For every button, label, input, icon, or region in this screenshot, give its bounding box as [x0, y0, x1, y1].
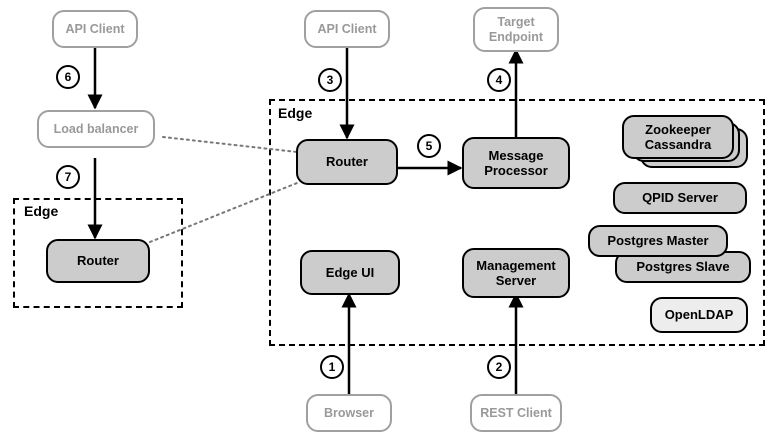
badge-step-3: 3 — [318, 68, 342, 92]
node-api-client-mid[interactable]: API Client — [304, 10, 390, 48]
badge-step-4: 4 — [487, 68, 511, 92]
badge-step-1: 1 — [320, 355, 344, 379]
node-qpid-server[interactable]: QPID Server — [613, 182, 747, 214]
node-router-main[interactable]: Router — [296, 139, 398, 185]
target-endpoint-label-line2: Endpoint — [488, 29, 544, 44]
node-api-client-left[interactable]: API Client — [52, 10, 138, 48]
node-message-processor[interactable]: Message Processor — [462, 137, 570, 189]
node-postgres-master[interactable]: Postgres Master — [588, 225, 728, 257]
node-rest-client[interactable]: REST Client — [470, 394, 562, 432]
node-openldap[interactable]: OpenLDAP — [650, 297, 748, 333]
node-zookeeper-cassandra[interactable]: Zookeeper Cassandra — [622, 115, 734, 159]
management-server-label-line2: Server — [495, 273, 537, 288]
message-processor-label-line1: Message — [488, 147, 544, 163]
edge-zone-main-label: Edge — [278, 105, 313, 121]
cassandra-label: Cassandra — [644, 137, 712, 152]
badge-step-6: 6 — [56, 65, 80, 89]
target-endpoint-label-line1: Target — [497, 14, 535, 29]
edge-zone-left-label: Edge — [24, 203, 59, 219]
badge-step-2: 2 — [487, 355, 511, 379]
zookeeper-label: Zookeeper — [645, 121, 711, 137]
node-target-endpoint[interactable]: Target Endpoint — [473, 7, 559, 52]
node-edge-ui[interactable]: Edge UI — [300, 250, 400, 295]
node-load-balancer[interactable]: Load balancer — [37, 110, 155, 148]
node-router-left[interactable]: Router — [46, 239, 150, 283]
badge-step-5: 5 — [417, 134, 441, 158]
node-management-server[interactable]: Management Server — [462, 248, 570, 298]
badge-step-7: 7 — [56, 165, 80, 189]
management-server-label-line1: Management — [476, 257, 556, 273]
message-processor-label-line2: Processor — [484, 163, 548, 178]
edge-zone-left — [13, 198, 183, 308]
node-browser[interactable]: Browser — [306, 394, 392, 432]
